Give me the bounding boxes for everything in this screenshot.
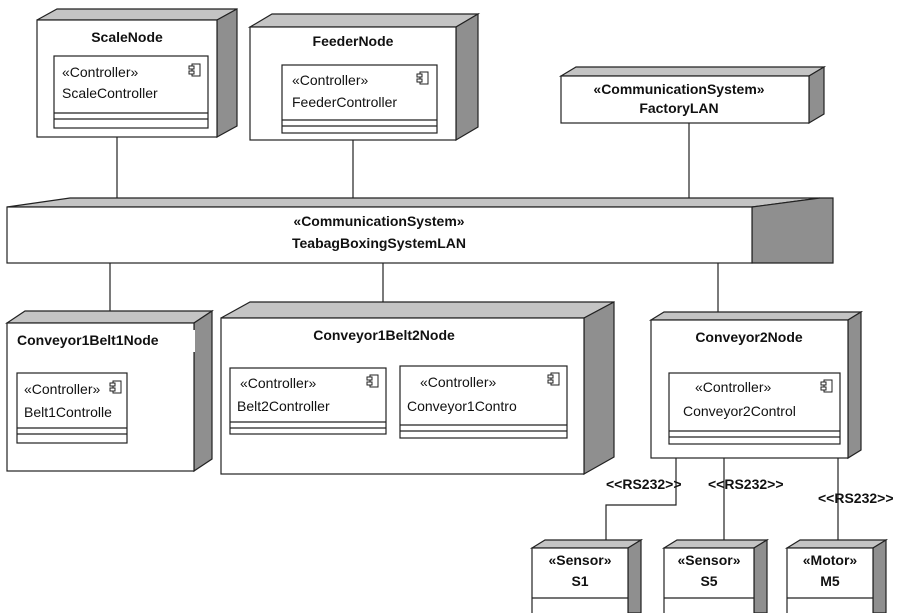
component-icon <box>820 379 833 393</box>
connectors <box>109 123 839 548</box>
component-icon <box>109 380 122 394</box>
component-name: ScaleController <box>62 85 158 101</box>
rs232-label-s1: <<RS232>> <box>606 476 682 492</box>
device-name: S5 <box>700 573 717 589</box>
device-motor-m5: «Motor» M5 <box>784 538 889 613</box>
component-name: Belt2Controller <box>237 398 330 414</box>
component-icon <box>366 374 379 388</box>
component-stereotype: «Controller» <box>695 379 771 395</box>
rs232-label-m5: <<RS232>> <box>818 490 894 506</box>
device-sensor-s1: «Sensor» S1 <box>529 538 644 613</box>
node-feeder: FeederNode «Controller» FeederController <box>247 12 481 142</box>
node-stereotype: «CommunicationSystem» <box>293 213 464 229</box>
component-icon <box>188 63 201 77</box>
component-conveyor1-controller: «Controller» Conveyor1Contro <box>399 365 568 439</box>
node-teabag-lan: «CommunicationSystem» TeabagBoxingSystem… <box>6 197 834 264</box>
component-belt2-controller: «Controller» Belt2Controller <box>229 367 387 435</box>
component-stereotype: «Controller» <box>292 72 368 88</box>
component-name: Belt1Controlle <box>24 404 112 420</box>
node-title-c1b1: Conveyor1Belt1Node <box>17 332 159 348</box>
node-title-scale: ScaleNode <box>91 29 163 45</box>
node-stereotype: «CommunicationSystem» <box>593 81 764 97</box>
device-sensor-s5: «Sensor» S5 <box>661 538 770 613</box>
node-title-c1b2: Conveyor1Belt2Node <box>313 327 455 343</box>
node-scale: ScaleNode «Controller» ScaleController <box>36 7 238 139</box>
component-stereotype: «Controller» <box>420 374 496 390</box>
component-stereotype: «Controller» <box>240 375 316 391</box>
device-stereotype: «Sensor» <box>548 552 611 568</box>
node-conveyor1-belt1: Conveyor1Belt1Node «Controller» Belt1Con… <box>5 309 214 473</box>
component-stereotype: «Controller» <box>24 381 100 397</box>
device-name: S1 <box>571 573 588 589</box>
component-name: Conveyor2Control <box>683 403 796 419</box>
component-scale-controller: «Controller» ScaleController <box>53 55 209 129</box>
node-factory-lan: «CommunicationSystem» FactoryLAN <box>558 65 827 125</box>
node-name: TeabagBoxingSystemLAN <box>292 235 466 251</box>
node-title-feeder: FeederNode <box>313 33 394 49</box>
node-name: FactoryLAN <box>639 100 718 116</box>
component-icon <box>547 372 560 386</box>
component-conveyor2-controller: «Controller» Conveyor2Control <box>668 372 841 445</box>
device-stereotype: «Motor» <box>803 552 858 568</box>
component-name: Conveyor1Contro <box>407 398 517 414</box>
component-name: FeederController <box>292 94 397 110</box>
component-feeder-controller: «Controller» FeederController <box>281 64 438 134</box>
component-belt1-controller: «Controller» Belt1Controlle <box>16 372 128 444</box>
device-stereotype: «Sensor» <box>677 552 740 568</box>
node-conveyor2: Conveyor2Node «Controller» Conveyor2Cont… <box>648 310 864 460</box>
device-name: M5 <box>820 573 840 589</box>
node-conveyor1-belt2: Conveyor1Belt2Node «Controller» Belt2Con… <box>220 301 615 476</box>
component-stereotype: «Controller» <box>62 64 138 80</box>
rs232-label-s5: <<RS232>> <box>708 476 784 492</box>
node-title-c2: Conveyor2Node <box>695 329 803 345</box>
link-c2-s1 <box>605 458 677 548</box>
component-icon <box>416 71 429 85</box>
